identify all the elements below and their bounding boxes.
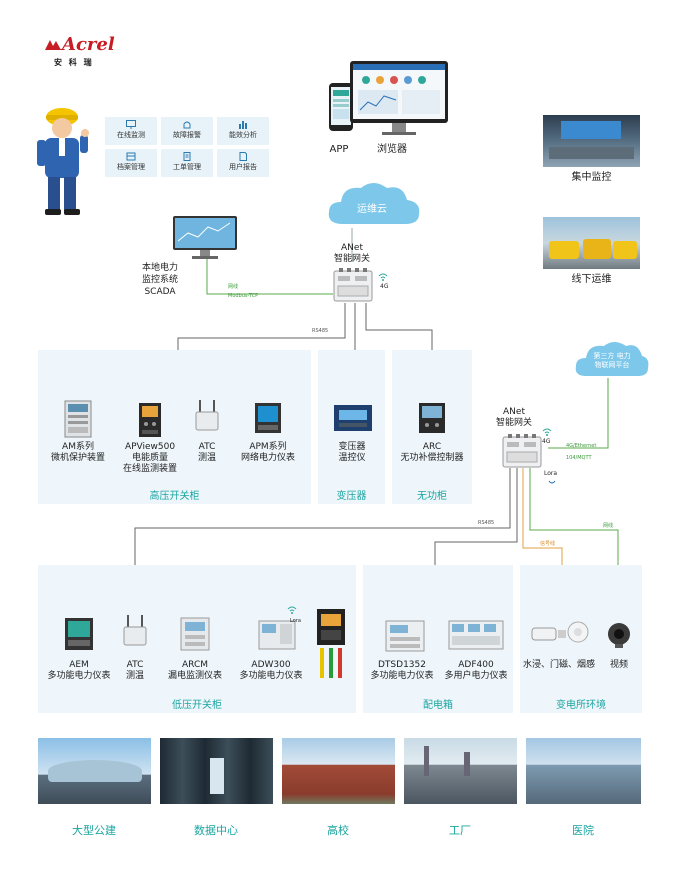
app-label: APP: [329, 144, 349, 155]
third-party-label: 第三方 电力 物联网平台: [593, 352, 631, 369]
browser-monitor-device: [350, 61, 448, 135]
function-archive-management: 档案管理: [105, 149, 157, 177]
logo-mark-icon: [45, 40, 61, 50]
zone-hv-label: 高压开关柜: [149, 491, 200, 502]
wifi-icon-2: [542, 428, 552, 436]
function-online-monitor: 在线监测: [105, 117, 157, 145]
water-door-smoke-sensors: [531, 621, 589, 643]
link-rs485-b-label: RS485: [478, 520, 495, 526]
link-net1-label: 网线: [228, 284, 239, 290]
central-monitoring-photo: [543, 115, 640, 167]
transformer-temp-controller: [334, 405, 372, 431]
lv-device-arcm-label: ARCM 漏电监测仪表: [167, 660, 222, 681]
aem-meter-device: [65, 618, 93, 650]
wifi-icon: [378, 273, 388, 281]
gateway1-device: [333, 268, 373, 302]
env-camera-label: 视频: [609, 660, 628, 670]
alarm-icon: [183, 121, 191, 129]
logo-subtitle: 安 科 瑞: [54, 58, 94, 67]
brand-logo: Acrel 安 科 瑞: [44, 34, 124, 71]
apm-meter-device: [255, 403, 281, 433]
gateway2-device: [502, 434, 542, 468]
zone-lv-label: 低压开关柜: [172, 700, 222, 711]
function-user-report: 用户报告: [217, 149, 269, 177]
ops-cloud-label: 运维云: [357, 204, 387, 215]
lv-device-aem-label: AEM 多功能电力仪表: [47, 660, 111, 681]
am-protection-device: [64, 400, 92, 438]
atc-temp-sensor-hv: [195, 400, 219, 431]
env-sensors-label: 水浸、门磁、烟感: [522, 660, 595, 670]
hv-device-apm-label: APM系列 网络电力仪表: [240, 442, 295, 463]
zone-transformer-label: 变压器: [336, 491, 367, 502]
browser-label: 浏览器: [377, 144, 407, 155]
link-104-mqtt-label: 104/MQTT: [566, 455, 592, 461]
adw-lora-label: Lora: [290, 618, 301, 624]
arc-controller-device: [419, 403, 445, 433]
function-energy-analysis: 能效分析: [217, 117, 269, 145]
phone-app-device: [329, 83, 353, 131]
scada-label: 本地电力 监控系统 SCADA: [141, 263, 178, 297]
app-label-data-center: 数据中心: [194, 824, 238, 837]
logo-text: Acrel: [62, 34, 115, 55]
function-fault-alarm: 故障报警: [161, 117, 213, 145]
zone-distribution-label: 配电箱: [423, 700, 453, 711]
adf400-meter-device: [448, 620, 504, 650]
link-rs485-a-label: RS485: [312, 328, 329, 334]
app-label-hospital: 医院: [572, 824, 594, 837]
gateway1-4g-label: 4G: [380, 283, 389, 290]
link-modbus-label: Modbus-TCP: [228, 293, 259, 299]
app-public-building-photo: [38, 738, 151, 804]
arcm-leakage-device: [180, 617, 210, 651]
link-net2-label: 网线: [603, 523, 614, 529]
lv-device-adw-label: ADW300 多功能电力仪表: [239, 660, 303, 681]
central-monitoring-label: 集中监控: [571, 172, 612, 183]
offline-ops-photo: [543, 217, 640, 269]
breaker-sensor-device: [317, 609, 345, 678]
gateway2-lora-label: Lora: [544, 470, 558, 477]
apview500-device: [139, 403, 161, 437]
dist-device-dtsd-label: DTSD1352 多功能电力仪表: [370, 660, 434, 681]
worker-illustration: [37, 108, 89, 215]
gateway2-4g-label: 4G: [542, 438, 551, 445]
bar-chart-icon: [239, 121, 247, 129]
app-hospital-photo: [526, 738, 641, 804]
hv-device-apview-label: APView500 电能质量 在线监测装置: [122, 442, 177, 474]
adw-wifi-icon: [287, 606, 297, 614]
app-label-factory: 工厂: [449, 824, 471, 837]
zone-environment-label: 变电所环境: [556, 700, 606, 711]
app-data-center-photo: [160, 738, 273, 804]
ops-cloud-icon: [328, 183, 420, 224]
lv-device-atc-label: ATC 测温: [125, 660, 144, 681]
app-factory-photo: [404, 738, 517, 804]
work-order-icon: [183, 152, 191, 161]
atc-temp-sensor-lv: [123, 615, 147, 646]
dtsd1352-meter-device: [385, 620, 425, 652]
zone-reactive-label: 无功柜: [417, 491, 447, 502]
camera-device: [608, 623, 630, 648]
hv-device-am-label: AM系列 微机保护装置: [50, 442, 105, 463]
app-label-university: 高校: [327, 824, 349, 837]
gateway1-label: ANet 智能网关: [333, 243, 370, 264]
app-label-public-building: 大型公建: [72, 824, 116, 837]
report-icon: [239, 152, 247, 161]
arc-device-label: ARC 无功补偿控制器: [400, 442, 464, 463]
monitor-icon: [126, 120, 136, 129]
transformer-device-label: 变压器 温控仪: [338, 442, 366, 463]
link-4g-ethernet-label: 4G/Ethernet: [566, 443, 597, 449]
hv-device-atc-label: ATC 测温: [197, 442, 216, 463]
adw300-meter-device: [258, 620, 296, 650]
gateway2-label: ANet 智能网关: [495, 407, 532, 428]
archive-icon: [126, 152, 136, 161]
link-signal-line-label: 信号线: [540, 541, 556, 547]
third-party-cloud-icon: [575, 342, 649, 376]
dist-device-adf-label: ADF400 多用户电力仪表: [444, 660, 508, 681]
scada-monitor-device: [173, 216, 237, 259]
app-university-photo: [282, 738, 395, 804]
lora-signal-icon: [548, 480, 556, 484]
function-work-order: 工单管理: [161, 149, 213, 177]
offline-ops-label: 线下运维: [571, 274, 612, 285]
